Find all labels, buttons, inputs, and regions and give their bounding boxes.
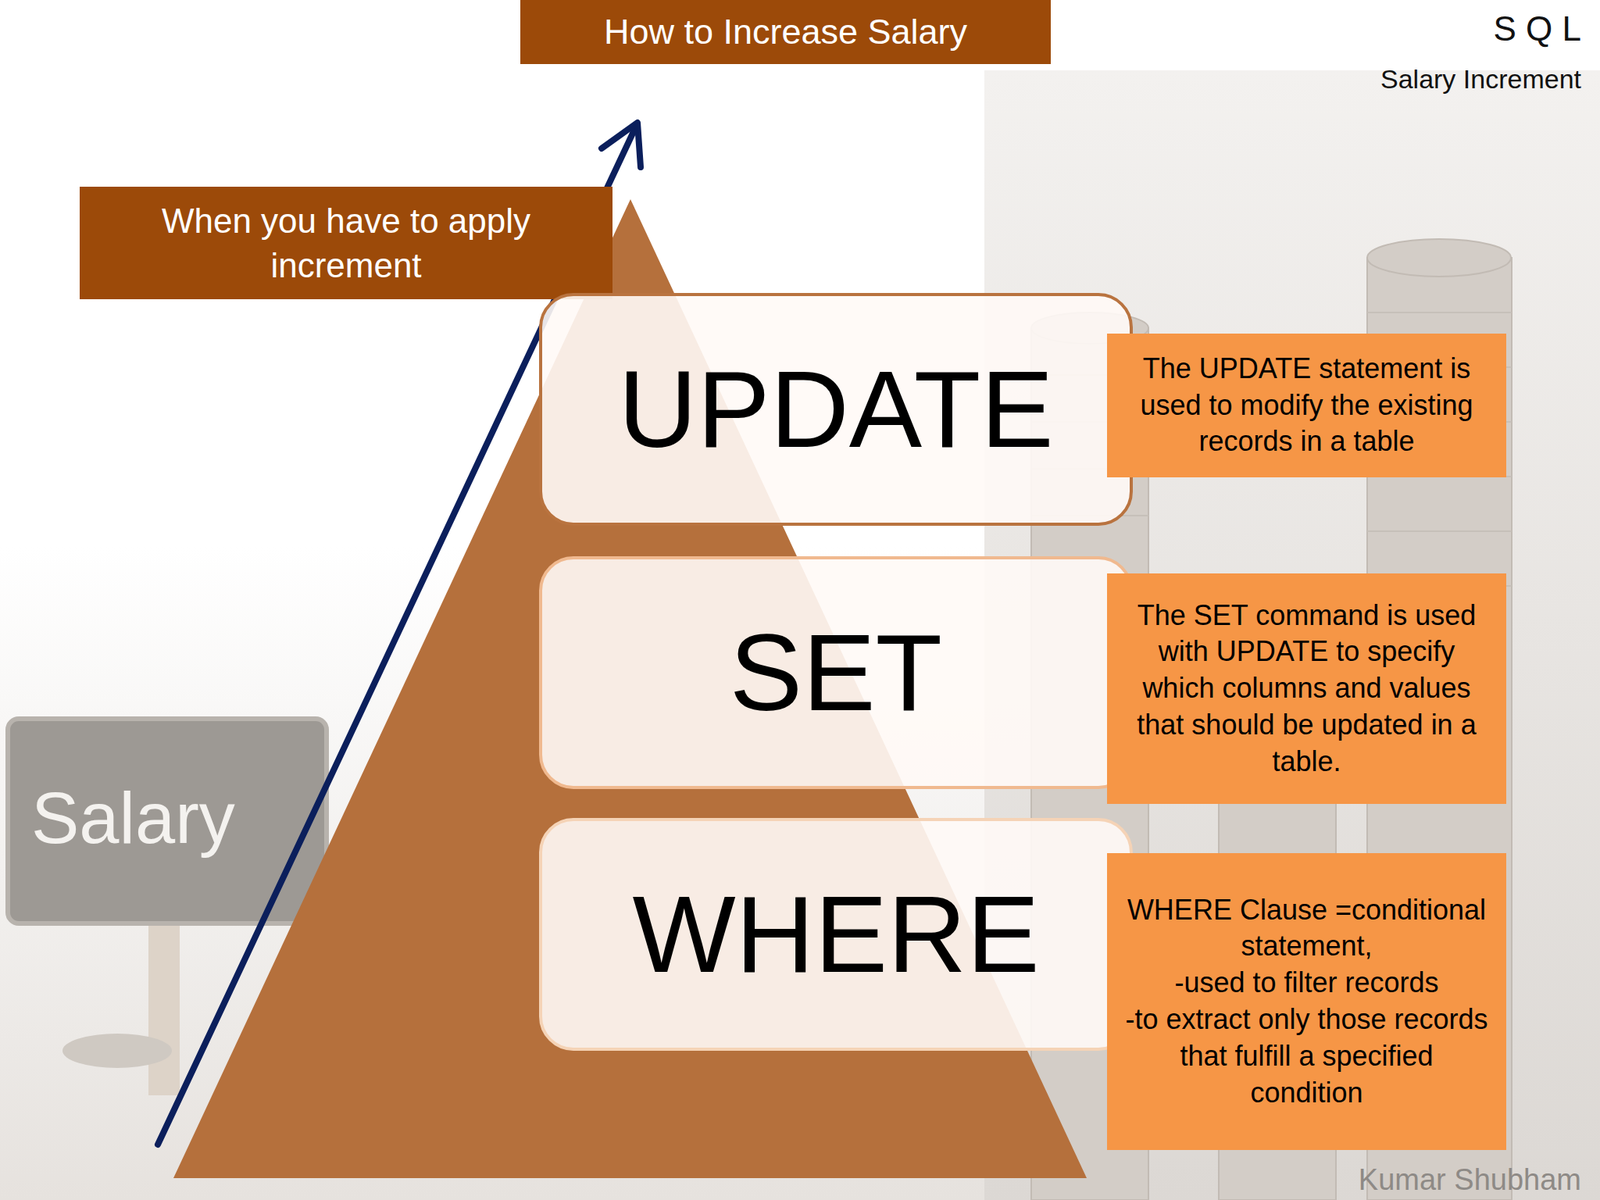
node-text: UPDATE: [617, 349, 1054, 470]
node-text: The SET command is used with UPDATE to s…: [1122, 597, 1491, 781]
keyword-box: SET: [539, 556, 1133, 790]
keyword-box: UPDATE: [539, 292, 1133, 526]
sign-stake: [148, 923, 180, 1096]
node-text: WHERE Clause =conditional statement,: [1122, 892, 1491, 966]
title-bar: How to Increase Salary: [520, 0, 1051, 65]
watermark: Kumar Shubham: [1358, 1163, 1582, 1197]
node-text: When you have to apply increment: [95, 198, 597, 288]
node-text: -used to filter records: [1174, 964, 1439, 1002]
node-text: SET: [729, 612, 943, 733]
title-text: How to Increase Salary: [603, 11, 968, 53]
description-box: The UPDATE statement is used to modify t…: [1107, 333, 1507, 478]
node-text: -to extract only those records that fulf…: [1122, 1001, 1491, 1111]
keyword-box: WHERE: [539, 817, 1133, 1051]
note-box: When you have to apply increment: [79, 186, 613, 300]
node-text: WHERE: [632, 874, 1040, 995]
corner-subtitle: Salary Increment: [1380, 64, 1582, 95]
corner-tag: S Q L: [1493, 9, 1583, 49]
description-box: The SET command is used with UPDATE to s…: [1107, 573, 1507, 804]
coin: [62, 1033, 172, 1068]
sign-text: Salary: [31, 777, 236, 860]
node-text: The UPDATE statement is used to modify t…: [1122, 350, 1491, 461]
description-box: WHERE Clause =conditional statement,-use…: [1107, 853, 1507, 1150]
